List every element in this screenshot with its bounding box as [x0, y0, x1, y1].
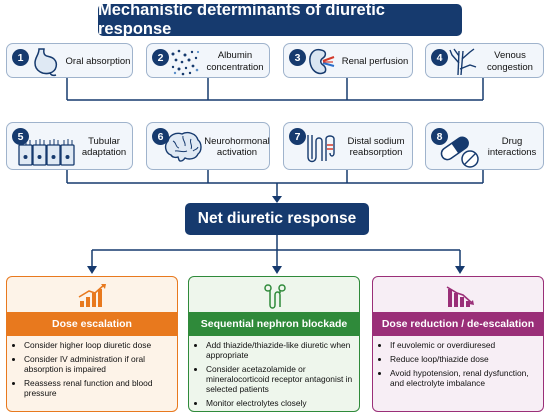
bar-chart-down-icon: [446, 286, 474, 307]
list-item: Reassess renal function and blood pressu…: [24, 378, 173, 398]
determinant-label: Oral absorption: [65, 55, 131, 67]
determinant-number: 5: [12, 128, 29, 145]
list-item: Consider higher loop diuretic dose: [24, 340, 173, 350]
veins-icon: [449, 48, 477, 76]
list-item: Add thiazide/thiazide-like diuretic when…: [206, 340, 355, 360]
determinant-number: 3: [289, 49, 306, 66]
panel-list: If euvolemic or overdiuresed Reduce loop…: [379, 340, 539, 392]
determinant-card-neurohormonal-activation: 6 Neurohormonal activation: [146, 122, 270, 170]
net-response-banner: Net diuretic response: [185, 203, 369, 235]
determinant-label: Distal sodium reabsorption: [347, 135, 405, 158]
tubular-cells-icon: [18, 139, 75, 166]
particles-icon: [171, 49, 200, 76]
determinant-label: Neurohormonal activation: [204, 135, 270, 158]
panel-list: Add thiazide/thiazide-like diuretic when…: [195, 340, 355, 412]
nephron-icon: [264, 284, 286, 309]
determinant-card-venous-congestion: 4 Venous congestion: [425, 43, 544, 78]
determinant-card-oral-absorption: 1 Oral absorption: [6, 43, 133, 78]
panel-sequential-nephron-blockade: Sequential nephron blockade Add thiazide…: [188, 276, 360, 412]
panel-dose-escalation: Dose escalation Consider higher loop diu…: [6, 276, 178, 412]
determinant-number: 6: [152, 128, 169, 145]
determinant-number: 2: [152, 49, 169, 66]
determinant-label: Venous congestion: [487, 50, 533, 73]
determinant-card-renal-perfusion: 3 Renal perfusion: [283, 43, 413, 78]
pills-icon: [440, 136, 479, 168]
determinant-card-distal-sodium-reabsorption: 7 Distal sodium reabsorption: [283, 122, 413, 170]
diagram-title: Mechanistic determinants of diuretic res…: [98, 1, 462, 38]
panel-title: Sequential nephron blockade: [189, 312, 359, 336]
determinant-card-drug-interactions: 8 Drug interactions: [425, 122, 544, 170]
list-item: Consider IV administration if oral absor…: [24, 354, 173, 374]
bar-chart-up-icon: [78, 284, 106, 307]
list-item: If euvolemic or overdiuresed: [390, 340, 539, 350]
determinant-label: Albumin concentration: [206, 50, 264, 73]
determinant-card-albumin-concentration: 2 Albumin concentration: [146, 43, 270, 78]
panel-dose-reduction: Dose reduction / de-escalation If euvole…: [372, 276, 544, 412]
determinant-card-tubular-adaptation: 5 Tubular adaptation: [6, 122, 133, 170]
kidney-icon: [309, 48, 335, 75]
list-item: Avoid hypotension, renal dysfunction, an…: [390, 368, 539, 388]
stomach-icon: [34, 48, 58, 77]
panel-title: Dose escalation: [7, 312, 177, 336]
determinant-label: Renal perfusion: [341, 55, 409, 67]
panel-list: Consider higher loop diuretic dose Consi…: [13, 340, 173, 402]
determinant-label: Drug interactions: [487, 135, 537, 158]
determinant-label: Tubular adaptation: [81, 135, 127, 158]
list-item: Reduce loop/thiazide dose: [390, 354, 539, 364]
determinant-number: 8: [431, 128, 448, 145]
determinant-number: 7: [289, 128, 306, 145]
determinant-number: 4: [431, 49, 448, 66]
nephron-loop-icon: [307, 135, 335, 163]
list-item: Monitor electrolytes closely: [206, 398, 355, 408]
brain-icon: [164, 131, 202, 162]
panel-title: Dose reduction / de-escalation: [373, 312, 543, 336]
list-item: Consider acetazolamide or mineralocortic…: [206, 364, 355, 394]
determinant-number: 1: [12, 49, 29, 66]
